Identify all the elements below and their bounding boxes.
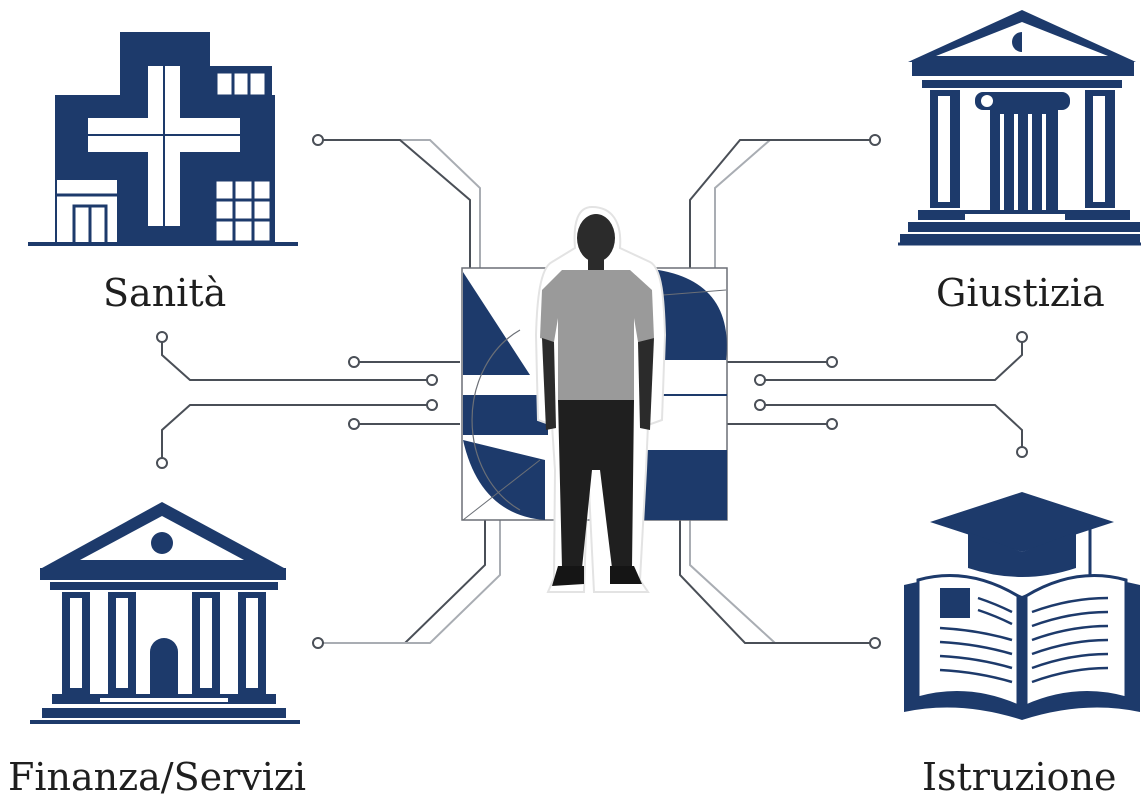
courthouse-icon	[898, 10, 1141, 246]
label-finance-services: Finanza/Servizi	[8, 755, 307, 799]
hospital-icon	[28, 32, 298, 246]
connector-lines	[161, 139, 1023, 644]
label-health: Sanità	[103, 271, 227, 315]
label-education: Istruzione	[922, 755, 1117, 799]
person-figure	[534, 205, 667, 593]
label-justice: Giustizia	[936, 271, 1105, 315]
bank-icon	[30, 502, 300, 724]
connector-nodes	[156, 134, 1028, 649]
graduation-book-icon	[904, 492, 1140, 720]
